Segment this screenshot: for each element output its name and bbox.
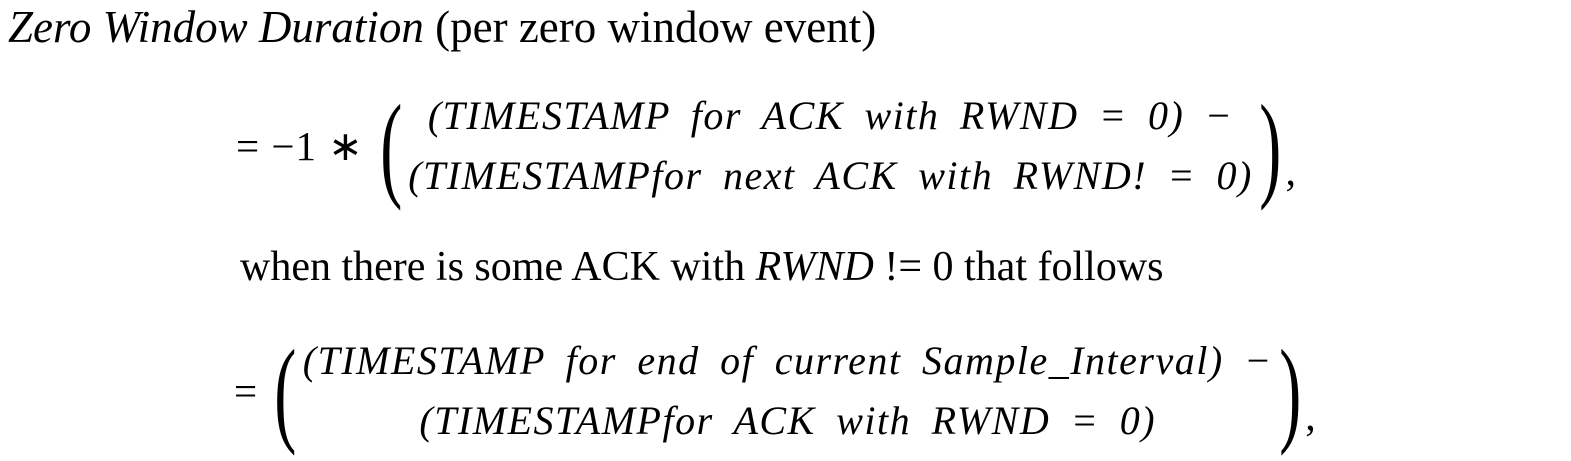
formula-line-minuend: (TIMESTAMP for end of current Sample_Int… — [302, 338, 1273, 383]
condition-variable: RWND — [755, 244, 874, 290]
formula-stack: (TIMESTAMP for ACK with RWND = 0) − (TIM… — [408, 86, 1253, 206]
formula-line-subtrahend: (TIMESTAMPfor ACK with RWND = 0) — [419, 398, 1157, 443]
condition-prefix: when there is some ACK with — [240, 244, 756, 290]
metric-qualifier: (per zero window event) — [423, 2, 877, 52]
condition-text: when there is some ACK with RWND != 0 th… — [240, 243, 1164, 291]
trailing-comma: , — [1305, 394, 1316, 440]
big-open-paren: ( — [274, 325, 297, 457]
formula-line-subtrahend: (TIMESTAMPfor next ACK with RWND! = 0) — [408, 153, 1253, 198]
formula-lhs: = — [234, 368, 259, 414]
condition-suffix: != 0 that follows — [873, 244, 1164, 290]
formula-interval-duration: = ( (TIMESTAMP for end of current Sample… — [234, 331, 1316, 451]
formula-negative-duration: = −1 ∗ ( (TIMESTAMP for ACK with RWND = … — [236, 86, 1296, 206]
formula-line-numerator: (TIMESTAMP for ACK with RWND = 0) − — [427, 93, 1234, 138]
metric-name: Zero Window Duration — [8, 2, 424, 52]
metric-title: Zero Window Duration (per zero window ev… — [8, 2, 876, 54]
big-close-paren: ) — [1259, 80, 1282, 212]
trailing-comma: , — [1285, 149, 1297, 195]
big-close-paren: ) — [1278, 325, 1302, 457]
formula-lhs: = −1 ∗ — [236, 123, 364, 169]
big-open-paren: ( — [379, 80, 402, 212]
formula-stack: (TIMESTAMP for end of current Sample_Int… — [303, 331, 1273, 451]
